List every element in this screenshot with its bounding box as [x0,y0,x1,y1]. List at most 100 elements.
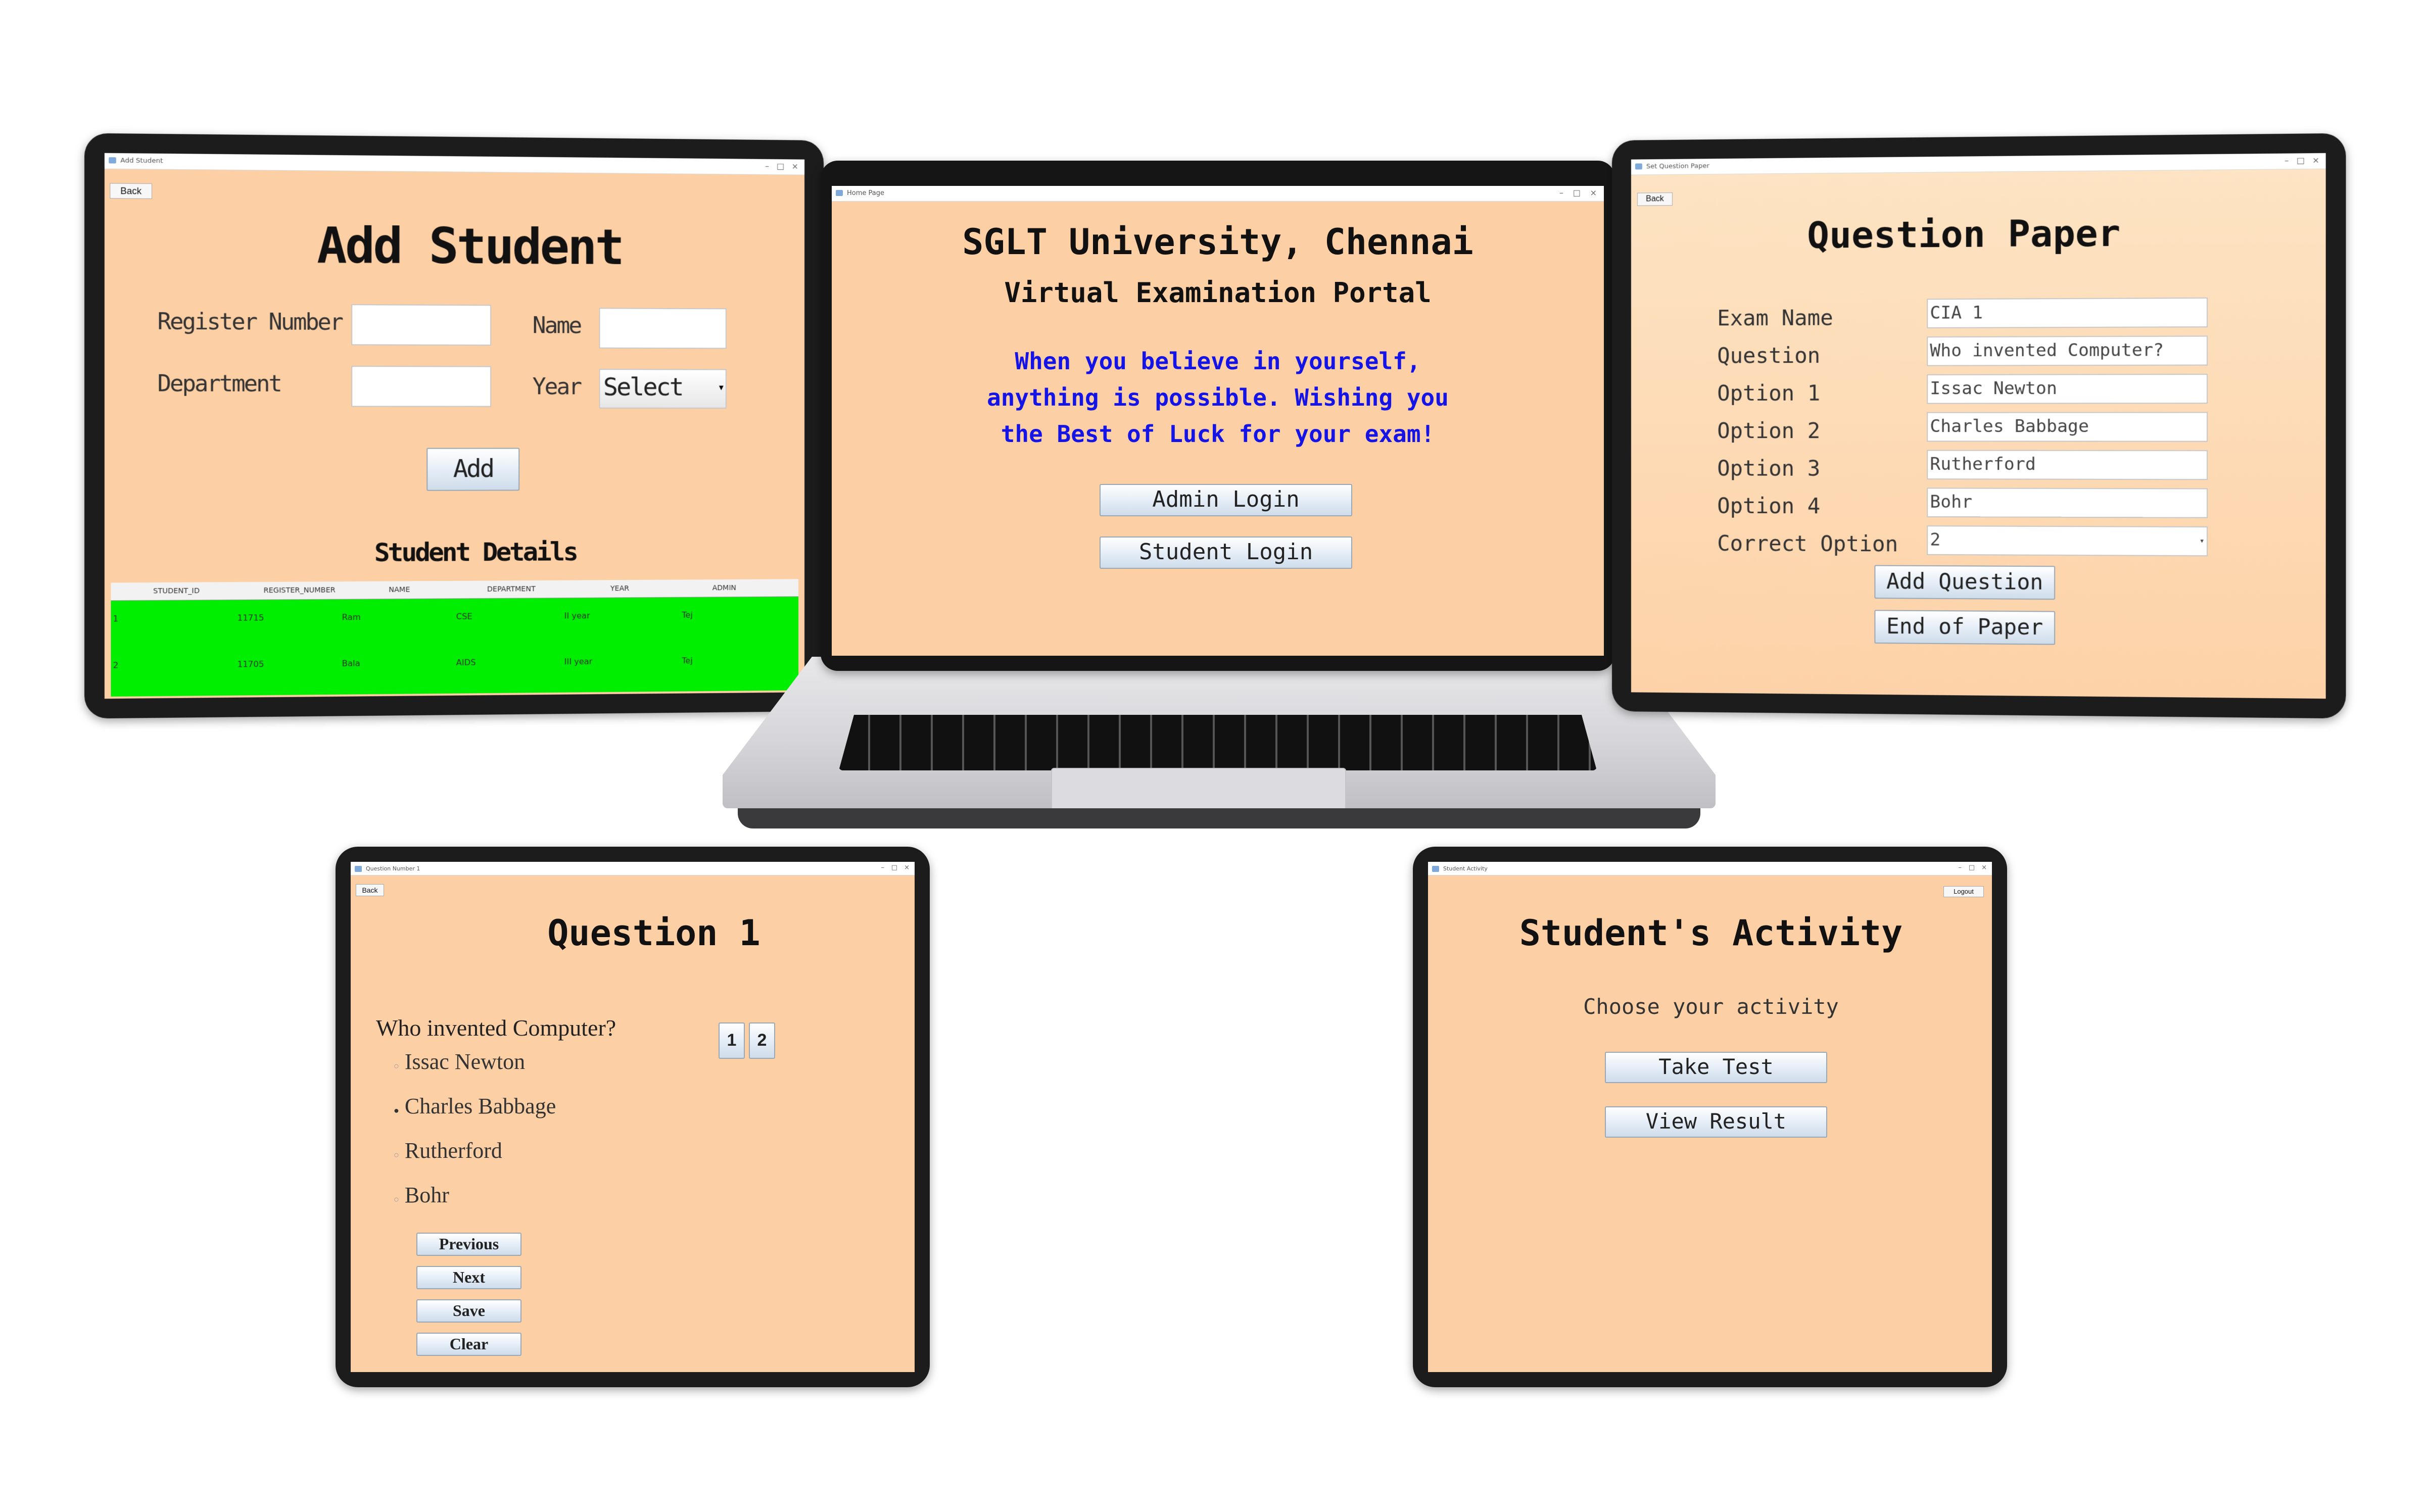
question-label: Question [1717,343,1821,368]
question-nav-1[interactable]: 1 [719,1022,745,1059]
laptop-base [723,657,1716,849]
back-button[interactable]: Back [356,884,384,896]
window-icon [1432,866,1439,872]
close-icon[interactable]: × [791,161,799,171]
option-radio[interactable]: ○ Bohr [394,1183,449,1207]
close-icon[interactable]: × [2312,155,2320,165]
name-label: Name [532,312,581,339]
register-number-label: Register Number [157,308,343,336]
window-icon [836,190,843,196]
keyboard [839,715,1597,770]
correct-option-label: Correct Option [1717,530,1898,557]
back-button[interactable]: Back [110,183,152,199]
window-icon [1635,163,1642,170]
question-input[interactable]: Who invented Computer? [1927,335,2208,366]
year-select[interactable]: Select ▾ [599,369,727,409]
window-icon [109,157,116,164]
logout-button[interactable]: Logout [1943,886,1984,897]
correct-option-select[interactable]: 2 ▾ [1927,525,2208,557]
minimize-icon[interactable]: – [1958,864,1962,871]
minimize-icon[interactable]: – [765,161,770,171]
option-1-input[interactable]: Issac Newton [1927,373,2208,404]
close-icon[interactable]: × [1590,188,1597,198]
maximize-icon[interactable]: □ [891,864,897,871]
tablet-student-activity: Student Activity – □ × Logout Student's … [1413,847,2007,1387]
add-student-window: Add Student – □ × Back Add Student Regis… [104,153,805,699]
motivation-line-3: the Best of Luck for your exam! [1001,420,1435,448]
minimize-icon[interactable]: – [1559,188,1563,198]
back-button[interactable]: Back [1637,192,1673,206]
student-table: STUDENT_ID REGISTER_NUMBER NAME DEPARTME… [111,579,799,697]
question-title: Question 1 [547,912,760,954]
tablet-question-paper: Set Question Paper – □ × Back Question P… [1612,133,2346,719]
window-titlebar: Student Activity – □ × [1428,862,1992,875]
question-paper-window: Set Question Paper – □ × Back Question P… [1631,153,2326,699]
exam-name-input[interactable]: CIA 1 [1927,297,2208,328]
option-2-input[interactable]: Charles Babbage [1927,412,2208,442]
table-header-cell: REGISTER_NUMBER [263,586,336,595]
table-row[interactable]: 1 11715 Ram CSE II year Tej [113,610,693,624]
window-titlebar: Add Student – □ × [104,153,805,175]
tablet-question: Question Number 1 – □ × Back Question 1 … [336,847,930,1387]
trackpad [1051,768,1346,810]
next-button[interactable]: Next [416,1266,521,1289]
student-details-title: Student Details [374,536,577,568]
window-titlebar: Home Page – □ × [832,186,1604,202]
year-label: Year [532,373,581,400]
student-login-button[interactable]: Student Login [1100,536,1352,569]
radio-selected-icon: ● [394,1105,399,1115]
admin-login-button[interactable]: Admin Login [1100,484,1352,516]
take-test-button[interactable]: Take Test [1605,1052,1827,1083]
department-input[interactable] [351,366,492,407]
table-header-cell: YEAR [610,584,630,593]
option-radio[interactable]: ○ Rutherford [394,1138,502,1163]
view-result-button[interactable]: View Result [1605,1106,1827,1138]
name-input[interactable] [599,308,727,349]
activity-subtitle: Choose your activity [1583,994,1839,1019]
radio-icon: ○ [394,1061,399,1071]
previous-button[interactable]: Previous [416,1233,521,1256]
table-header-cell: STUDENT_ID [153,587,200,596]
question-nav-2[interactable]: 2 [749,1022,775,1059]
close-icon[interactable]: × [1981,864,1987,871]
maximize-icon[interactable]: □ [776,161,785,171]
option-radio[interactable]: ○ Issac Newton [394,1049,526,1074]
question-window: Question Number 1 – □ × Back Question 1 … [351,862,915,1372]
motivation-line-1: When you believe in yourself, [1015,348,1421,375]
save-button[interactable]: Save [416,1299,521,1323]
chevron-down-icon: ▾ [719,382,724,393]
portal-subtitle: Virtual Examination Portal [1004,277,1432,309]
add-button[interactable]: Add [426,448,520,491]
minimize-icon[interactable]: – [881,864,885,871]
maximize-icon[interactable]: □ [1573,188,1581,198]
option-radio-selected[interactable]: ● Charles Babbage [394,1094,556,1118]
end-of-paper-button[interactable]: End of Paper [1874,610,2056,645]
question-text: Who invented Computer? [376,1015,616,1041]
option-2-label: Option 2 [1717,418,1821,444]
page-title: Add Student [317,216,623,276]
home-page-window: Home Page – □ × SGLT University, Chennai… [832,186,1604,656]
table-header: STUDENT_ID REGISTER_NUMBER NAME DEPARTME… [111,579,799,601]
university-title: SGLT University, Chennai [962,221,1473,263]
minimize-icon[interactable]: – [2285,155,2289,166]
radio-icon: ○ [394,1150,399,1160]
page-title: Question Paper [1807,211,2121,257]
option-4-input[interactable]: Bohr [1927,487,2208,518]
exam-name-label: Exam Name [1717,305,1833,331]
chevron-down-icon: ▾ [2199,535,2205,546]
window-titlebar: Set Question Paper – □ × [1631,153,2326,175]
tablet-add-student: Add Student – □ × Back Add Student Regis… [84,133,824,719]
option-4-label: Option 4 [1717,493,1821,519]
student-activity-window: Student Activity – □ × Logout Student's … [1428,862,1992,1372]
option-3-input[interactable]: Rutherford [1927,450,2208,480]
table-header-cell: ADMIN [712,583,736,593]
maximize-icon[interactable]: □ [2296,155,2305,166]
maximize-icon[interactable]: □ [1968,864,1975,871]
clear-button[interactable]: Clear [416,1333,521,1356]
register-number-input[interactable] [351,304,492,346]
table-row[interactable]: 2 11705 Bala AIDS III year Tej [113,656,693,670]
radio-icon: ○ [394,1194,399,1204]
add-question-button[interactable]: Add Question [1874,565,2056,600]
close-icon[interactable]: × [904,864,910,871]
department-label: Department [157,370,281,397]
